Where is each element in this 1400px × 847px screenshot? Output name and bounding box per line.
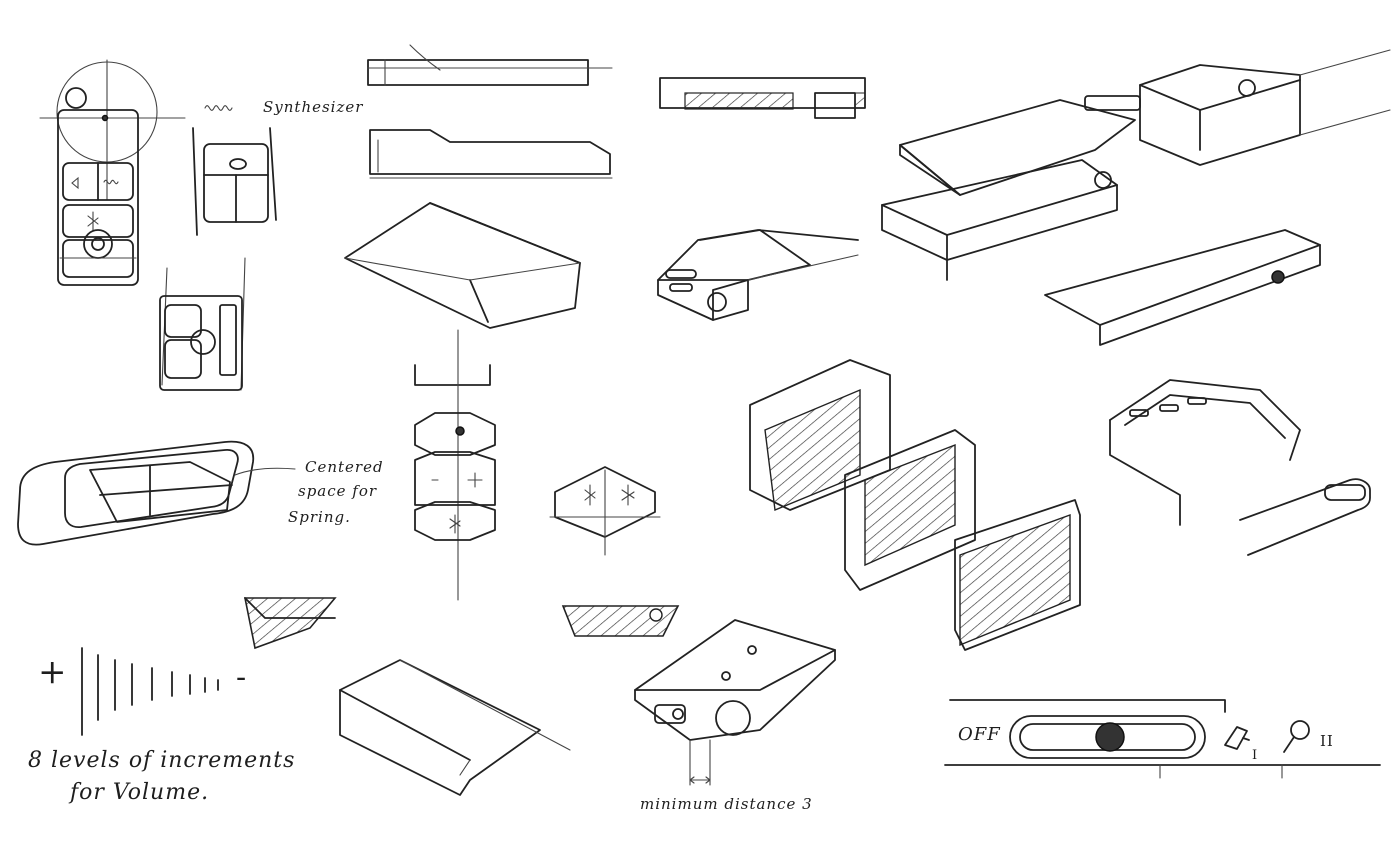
microphone-off-icon: [1224, 726, 1248, 750]
switch-off-label: OFF: [958, 724, 1001, 745]
annotation-volume-line2: for Volume.: [70, 780, 210, 805]
volume-scale-sketch: [81, 647, 219, 736]
exploded-assembly-sketch: [881, 49, 1391, 346]
volume-minus-sign: -: [236, 660, 248, 695]
mic-mode-two-label: II: [1320, 732, 1334, 750]
end-perspective-dimension-sketch: [634, 619, 836, 786]
vertical-button-stack-sketch: [414, 329, 496, 601]
slim-bar-side-profiles: [367, 44, 613, 179]
annotation-centered-line2: space for: [298, 482, 378, 500]
spring-space-remote-sketch: [17, 440, 296, 546]
slider-knob-icon: [1095, 722, 1125, 752]
annotation-centered-line3: Spring.: [288, 508, 351, 526]
synthesizer-module-sketch: [192, 105, 277, 236]
long-wedge-sketch: [339, 659, 571, 796]
microphone-on-icon: [1290, 720, 1310, 740]
hexagon-button-sketch: [549, 466, 661, 556]
remote-bottom-view-sketch: [159, 257, 246, 391]
case-shell-sketches: [749, 359, 1081, 651]
hatched-wedge-sketches: [244, 597, 680, 650]
hollow-frame-sketch: [1109, 379, 1371, 556]
magnified-button-icon: [65, 87, 87, 109]
annotation-volume-line1: 8 levels of increments: [28, 748, 296, 773]
bar-perspective-sketch: [344, 202, 581, 329]
slide-switch-sketch: [944, 699, 1381, 779]
annotation-minimum-distance: minimum distance 3: [640, 795, 813, 813]
remote-end-perspective-sketch: [657, 229, 859, 321]
volume-plus-sign: +: [38, 652, 68, 692]
annotation-synthesizer: Synthesizer: [263, 98, 364, 116]
cross-section-profile-sketch: [659, 77, 866, 119]
annotation-centered-line1: Centered: [305, 458, 384, 476]
mic-mode-one-label: I: [1252, 748, 1259, 763]
remote-front-view-sketch: [39, 59, 186, 286]
